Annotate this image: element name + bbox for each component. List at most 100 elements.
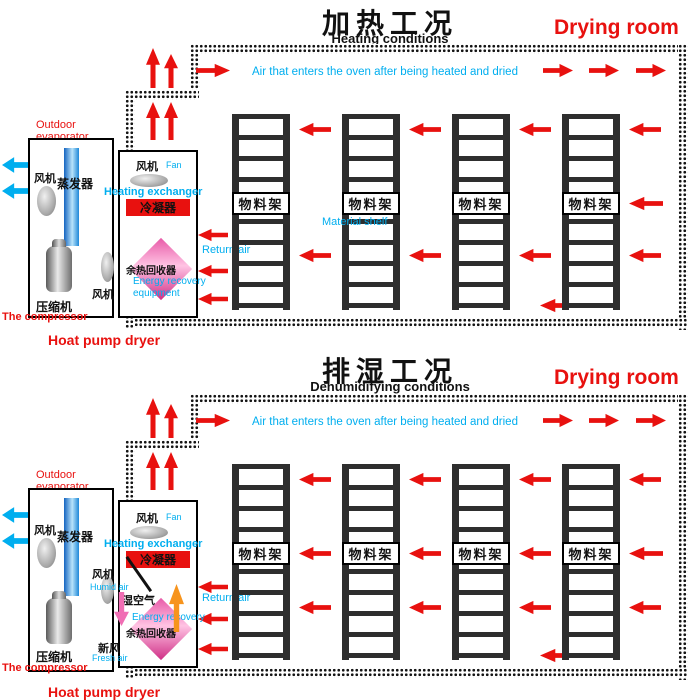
energy-recovery-label-1: Energy recovery bbox=[133, 276, 206, 287]
material-shelf: 物料架 bbox=[342, 464, 400, 660]
air-flow-note: Air that enters the oven after being hea… bbox=[252, 416, 518, 428]
blue-arrow-left-icon bbox=[2, 533, 29, 549]
red-arrow-up-icon bbox=[164, 404, 178, 438]
material-shelf-en-label: Material shelf bbox=[322, 216, 388, 228]
compressor-label-en: The compressor bbox=[2, 311, 88, 323]
red-arrow-up-icon bbox=[164, 452, 178, 490]
material-shelf: 物料架 bbox=[562, 464, 620, 660]
shelf-label: 物料架 bbox=[342, 542, 400, 565]
room-wall-step-v bbox=[190, 394, 200, 450]
red-arrow-left-icon bbox=[409, 472, 441, 487]
drying-room-label: Drying room bbox=[554, 366, 679, 389]
fan-icon bbox=[101, 252, 114, 282]
heating-exchanger-label: Heating exchanger bbox=[104, 186, 203, 198]
heating-exchanger-label: Heating exchanger bbox=[104, 538, 203, 550]
fan-label: 风机 bbox=[34, 173, 56, 185]
air-flow-note: Air that enters the oven after being hea… bbox=[252, 66, 518, 78]
red-arrow-right-icon bbox=[543, 413, 573, 428]
red-arrow-left-icon bbox=[519, 248, 551, 263]
compressor-label-cn: 压缩机 bbox=[36, 300, 73, 314]
red-arrow-up-icon bbox=[164, 54, 178, 88]
shelf-label: 物料架 bbox=[562, 542, 620, 565]
exchanger-fan-label-en: Fan bbox=[166, 512, 182, 522]
red-arrow-left-icon bbox=[409, 600, 441, 615]
fresh-air-label-en: Fresh air bbox=[92, 653, 128, 663]
compressor-image bbox=[46, 239, 72, 292]
red-arrow-left-icon bbox=[519, 600, 551, 615]
heat-pump-dryer-label: Hoat pump dryer bbox=[48, 332, 161, 348]
fresh-air-label-cn: 新风 bbox=[98, 643, 120, 655]
red-arrow-up-icon bbox=[146, 398, 160, 438]
fan-icon bbox=[37, 538, 56, 568]
shelf-label: 物料架 bbox=[452, 542, 510, 565]
evaporator-label: 蒸发器 bbox=[57, 530, 94, 544]
red-arrow-left-icon bbox=[299, 472, 331, 487]
red-arrow-left-icon bbox=[299, 546, 331, 561]
red-arrow-right-icon bbox=[589, 63, 619, 78]
heat-pump-dryer-label: Hoat pump dryer bbox=[48, 684, 161, 700]
material-shelf: 物料架 bbox=[452, 114, 510, 310]
material-shelf: 物料架 bbox=[232, 464, 290, 660]
fan-label: 风机 bbox=[34, 525, 56, 537]
red-arrow-up-icon bbox=[146, 48, 160, 88]
heating-title-en: Heating conditions bbox=[331, 31, 449, 46]
red-arrow-left-icon bbox=[629, 600, 661, 615]
heat-recovery-label-cn: 余热回收器 bbox=[126, 629, 176, 640]
red-arrow-left-icon bbox=[299, 122, 331, 137]
compressor-label-cn: 压缩机 bbox=[36, 650, 73, 664]
room-wall-step-h bbox=[125, 440, 199, 450]
evaporator-label: 蒸发器 bbox=[57, 177, 94, 191]
red-arrow-left-icon bbox=[198, 292, 228, 306]
energy-recovery-label-2: equipment bbox=[133, 288, 180, 299]
red-arrow-left-icon bbox=[409, 248, 441, 263]
room-wall-top bbox=[190, 394, 688, 404]
red-arrow-left-icon bbox=[198, 642, 228, 656]
compressor-image bbox=[46, 591, 72, 644]
shelf-label: 物料架 bbox=[232, 542, 290, 565]
red-arrow-left-icon bbox=[519, 122, 551, 137]
room-wall-top bbox=[190, 44, 688, 54]
exchanger-fan-label: 风机 bbox=[136, 161, 158, 173]
blue-arrow-left-icon bbox=[2, 507, 29, 523]
room-wall-bottom bbox=[125, 668, 688, 678]
red-arrow-up-icon bbox=[146, 102, 160, 140]
exchanger-fan-label: 风机 bbox=[136, 513, 158, 525]
red-arrow-left-icon bbox=[409, 546, 441, 561]
dehumidify-title-en: Dehumidifying conditions bbox=[310, 379, 470, 394]
outdoor-evaporator-label: Outdoor evaporator bbox=[36, 119, 89, 143]
blue-arrow-left-icon bbox=[2, 183, 29, 199]
room-wall-step-v bbox=[190, 44, 200, 100]
exchanger-fan-label-en: Fan bbox=[166, 160, 182, 170]
red-arrow-left-icon bbox=[409, 122, 441, 137]
exchanger-fan2-label: 风机 bbox=[92, 289, 114, 301]
shelf-label: 物料架 bbox=[562, 192, 620, 215]
red-arrow-right-icon bbox=[636, 413, 666, 428]
room-wall-bottom bbox=[125, 318, 688, 328]
evaporator-coil bbox=[64, 148, 79, 246]
red-arrow-right-icon bbox=[636, 63, 666, 78]
condenser-label: 冷凝器 bbox=[139, 553, 176, 567]
fan-icon bbox=[130, 174, 168, 187]
material-shelf: 物料架 bbox=[342, 114, 400, 310]
condenser-label: 冷凝器 bbox=[139, 201, 176, 215]
red-arrow-right-icon bbox=[543, 63, 573, 78]
compressor-label-en: The compressor bbox=[2, 662, 88, 674]
fan-icon bbox=[101, 576, 114, 604]
fan-icon bbox=[37, 186, 56, 216]
energy-recovery-label-1: Energy recovery bbox=[132, 612, 205, 623]
red-arrow-left-icon bbox=[299, 248, 331, 263]
room-wall-right bbox=[678, 394, 688, 680]
shelf-label: 物料架 bbox=[342, 192, 400, 215]
evaporator-coil bbox=[64, 498, 79, 596]
red-arrow-left-icon bbox=[519, 546, 551, 561]
drying-room-label: Drying room bbox=[554, 16, 679, 39]
outdoor-evaporator-label: Outdoor evaporator bbox=[36, 469, 89, 493]
red-arrow-left-icon bbox=[629, 248, 661, 263]
red-arrow-left-icon bbox=[198, 228, 228, 242]
room-wall-step-h bbox=[125, 90, 199, 100]
red-arrow-left-icon bbox=[629, 196, 663, 211]
condenser-bar: 冷凝器 bbox=[126, 551, 190, 568]
heating-title-cn: 加热工况 bbox=[321, 8, 458, 39]
shelf-label: 物料架 bbox=[452, 192, 510, 215]
